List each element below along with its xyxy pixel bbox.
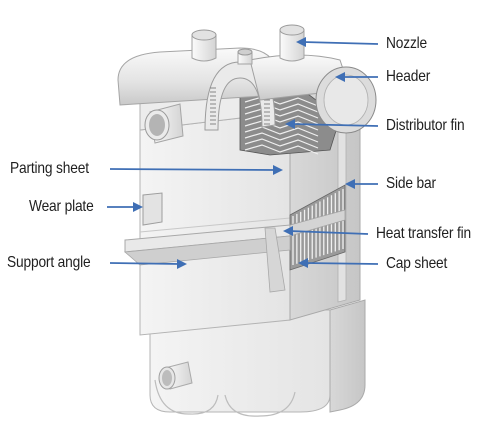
arrow-cap-sheet: [298, 258, 379, 268]
label-parting-sheet: Parting sheet: [10, 160, 89, 177]
distributor-fin-line: [244, 138, 319, 149]
side-nozzle: [144, 103, 184, 144]
label-support-angle: Support angle: [7, 254, 91, 271]
distributor-fin-line: [244, 132, 319, 143]
distributor-fin-line: [244, 96, 319, 107]
distributor-fin-line: [244, 126, 319, 137]
leader-arrows: [107, 37, 379, 269]
arrow-wear-plate: [107, 202, 143, 212]
label-header: Header: [386, 68, 431, 85]
arrow-support-angle: [109, 259, 187, 269]
distributor-fin-line: [244, 102, 319, 113]
label-side-bar: Side bar: [386, 175, 436, 192]
arrow-parting-sheet: [109, 165, 283, 175]
label-nozzle: Nozzle: [386, 35, 428, 52]
bottom-nozzle: [158, 361, 193, 390]
bottom-header: [149, 299, 366, 417]
arrow-heat-transfer-fin: [283, 226, 369, 236]
label-cap-sheet: Cap sheet: [386, 255, 448, 272]
distributor-fin-line: [244, 114, 319, 125]
arrow-nozzle: [296, 37, 379, 47]
top-headers: [117, 47, 377, 134]
label-wear-plate: Wear plate: [29, 198, 94, 215]
wear-plate: [142, 192, 163, 226]
label-heat-transfer-fin: Heat transfer fin: [376, 225, 471, 242]
arrow-side-bar: [345, 179, 378, 189]
arrow-distributor-fin: [285, 119, 379, 129]
top-nozzles: [191, 24, 305, 65]
label-distributor-fin: Distributor fin: [386, 117, 465, 134]
arrow-header: [335, 72, 378, 82]
support-angle-ledge: [124, 209, 346, 293]
distributor-fin-line: [244, 108, 319, 119]
distributor-fin-line: [244, 144, 319, 155]
